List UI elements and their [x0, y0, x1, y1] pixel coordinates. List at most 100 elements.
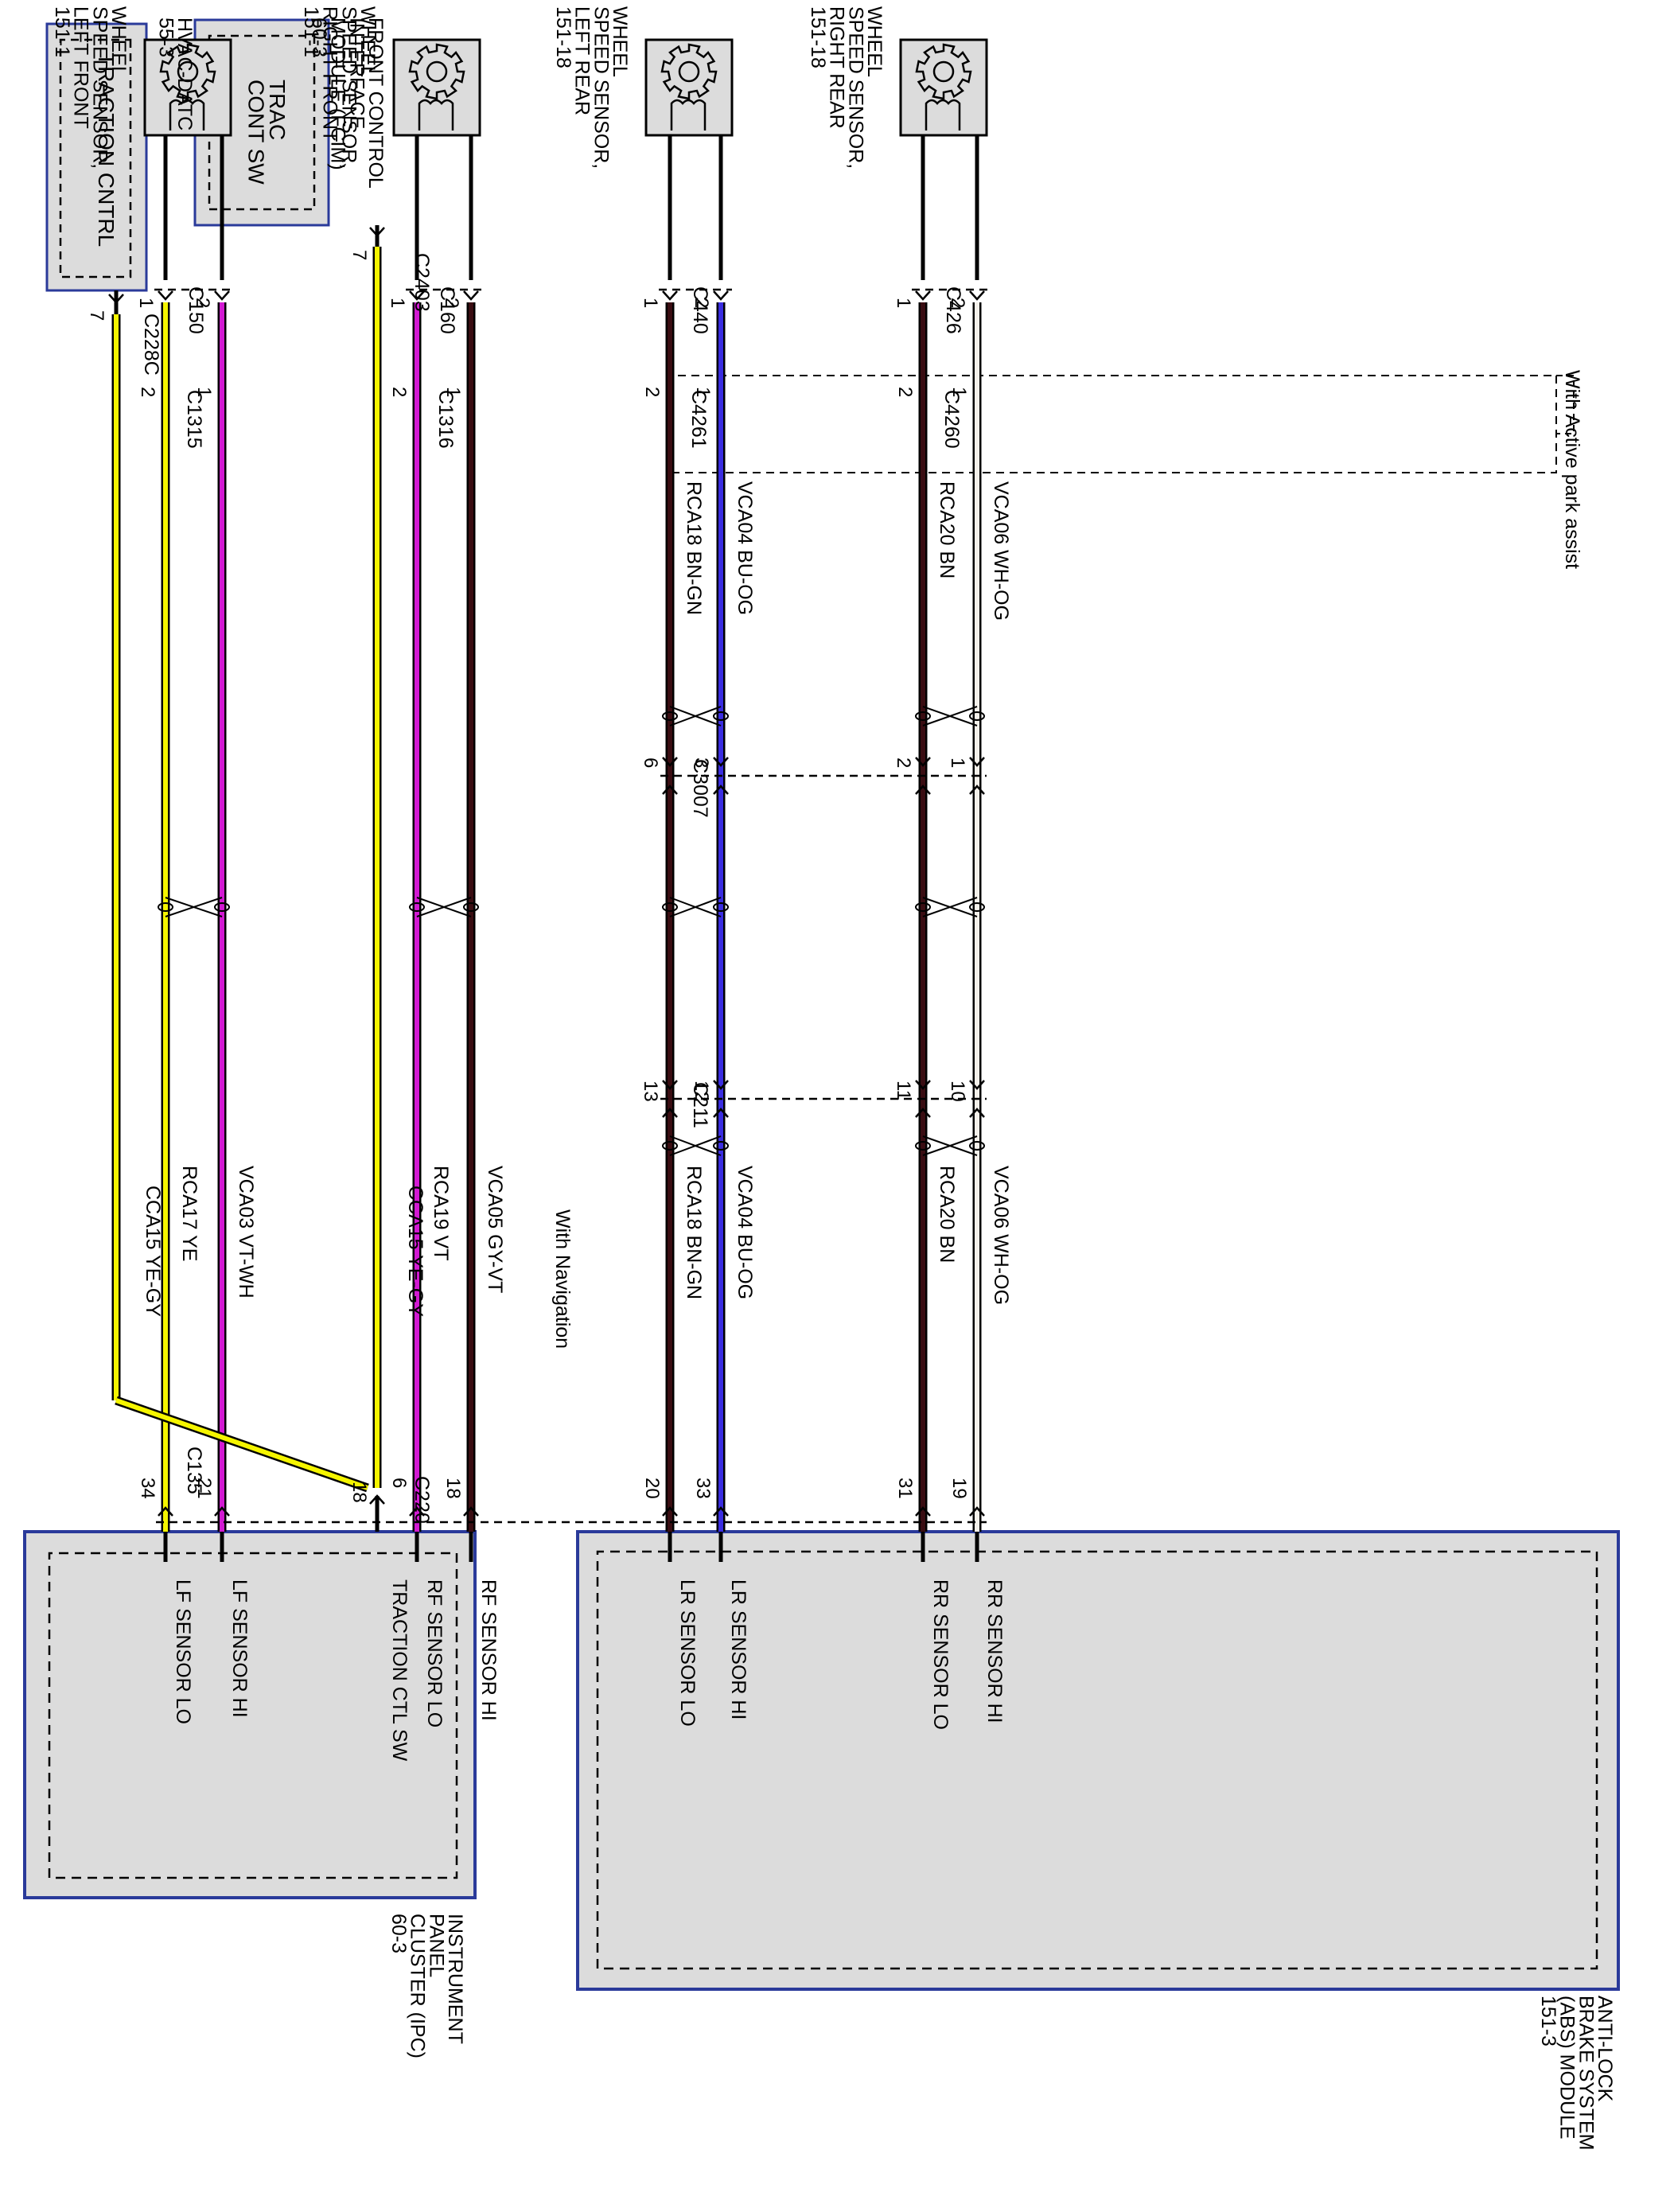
sensor-0-abs-pin-num-b: 21: [193, 1478, 215, 1499]
sensor-3-abs-pin-b: [969, 1506, 985, 1517]
sensor-1-connector-line: C160: [436, 286, 458, 334]
sensor-1-icon-gear: [408, 43, 465, 100]
sensor-1-abs-label-a: RF SENSOR LO: [423, 1579, 446, 1727]
sensor-2-title-line: LEFT REAR: [571, 6, 594, 115]
sensor-1-lower-label-b-line: VCA05 GY-VT: [484, 1166, 506, 1293]
fcim-wire-label-line: CCA15 YE-GY: [404, 1186, 426, 1317]
sensor-2-inline-pin2: 1: [692, 387, 714, 397]
active-park-assist-frame: [672, 375, 1557, 473]
sensor-2-twist-1: [669, 706, 722, 726]
sensor-3-twist-2-loop-a: [915, 902, 931, 912]
hvac-connector: C228C: [140, 313, 162, 376]
sensor-3-mid1-pin-a: [915, 1080, 931, 1090]
sensor-0-c1-pin2-line: 2: [192, 298, 213, 308]
sensor-3-abs-pin-a: [915, 1506, 931, 1517]
sensor-2-lower-label-b: VCA04 BU-OG: [734, 1166, 756, 1299]
sensor-0-title: WHEELSPEED SENSOR,LEFT FRONT151-1: [51, 6, 130, 169]
sensor-2-mid1-pin1: 13: [640, 1081, 661, 1102]
sensor-2-lower-label-a-line: RCA18 BN-GN: [683, 1166, 705, 1299]
sensor-3-lower-label-b: VCA06 WH-OG: [990, 1166, 1012, 1305]
active-park-note-line: With Active park assist: [1561, 370, 1583, 569]
sensor-3-abs-pin-num-a-line: 31: [894, 1478, 916, 1499]
sensor-0-lower-label-a: RCA17 YE: [178, 1166, 200, 1261]
sensor-2-icon-coil: [670, 99, 707, 130]
sensor-3-lower-label-a: RCA20 BN: [936, 1166, 958, 1263]
sensor-1-inline-pin2: 1: [442, 387, 464, 397]
sensor-0-c1-pin-a: [158, 290, 173, 301]
sensor-0-abs-label-a-line: LF SENSOR LO: [172, 1579, 194, 1724]
sensor-3-abs-label-b: RR SENSOR HI: [983, 1579, 1006, 1723]
sensor-2-inline-pin2-line: 1: [692, 387, 714, 397]
sensor-2-mid0-connector-line: C3007: [689, 759, 711, 818]
hvac-connector-line: C228C: [140, 313, 162, 376]
sensor-0-title-line: SPEED SENSOR,: [88, 6, 111, 169]
sensor-0-inline-connector-line: C1315: [183, 390, 205, 449]
sensor-1-icon-coil: [418, 99, 454, 130]
sensor-2-title-line: WHEEL: [609, 6, 631, 77]
sensor-2-abs-pin-num-a-line: 20: [641, 1478, 663, 1499]
sensor-2-twist-2-loop-a: [662, 902, 678, 912]
ipc-pin-mark: [369, 1494, 385, 1505]
hvac-pin-mark: [108, 294, 124, 304]
sensor-3-mid1-pin2-line: 10: [947, 1081, 968, 1102]
sensor-3-abs-label-b-line: RR SENSOR HI: [983, 1579, 1006, 1723]
sensor-2-twist-3: [669, 1135, 722, 1156]
sensor-2-icon-gear-hub: [678, 60, 700, 83]
sensor-3-icon-gear-hub: [932, 60, 955, 83]
sensor-2-inline-connector-line: C4261: [687, 390, 710, 449]
sensor-3-c1-pin-b: [969, 290, 985, 301]
sensor-1-c1-pin2: 2: [441, 298, 462, 308]
ipc-pin: 18: [348, 1482, 370, 1503]
sensor-2-mid1-pin-b: [713, 1080, 729, 1090]
sensor-3-mid0-pin-b: [969, 757, 985, 767]
sensor-3-c1-pin1: 1: [893, 298, 914, 308]
sensor-0-twist-1-loop-a: [158, 902, 173, 912]
sensor-3-c1-pin1-line: 1: [893, 298, 914, 308]
abs-title: ANTI-LOCKBRAKE SYSTEM(ABS) MODULE151-3: [1537, 1996, 1616, 2151]
abs-connector-label: C135: [183, 1447, 205, 1494]
sensor-3-inline-pin1: 2: [894, 387, 916, 397]
sensor-1-title-line: SPEED SENSOR,: [337, 6, 360, 169]
sensor-3-lower-label-b-line: VCA06 WH-OG: [990, 1166, 1012, 1305]
sensor-2-upper-label-a: RCA18 BN-GN: [683, 481, 705, 615]
ipc-title-line: 60-3: [387, 1914, 410, 1953]
sensor-1-c1-pin1: 1: [387, 298, 408, 308]
sensor-2-title: WHEELSPEED SENSOR,LEFT REAR151-18: [552, 6, 631, 169]
sensor-3-twist-3-loop-b: [969, 1141, 985, 1151]
sensor-3-icon-body: [899, 38, 988, 137]
fcim-connector: C2403: [411, 253, 433, 312]
fcim-switch-line: TRAC: [265, 80, 290, 140]
sensor-0-twist-1: [165, 897, 223, 917]
sensor-3-inline-connector-line: C4260: [940, 390, 963, 449]
ipc-input-label: TRACTION CTL SW: [388, 1579, 411, 1762]
sensor-1-abs-pin-num-b-line: 18: [442, 1478, 464, 1499]
sensor-2-connector: C440: [689, 286, 711, 334]
sensor-2-mid0-connector: C3007: [689, 759, 711, 818]
sensor-1-connector: C160: [436, 286, 458, 334]
sensor-3-mid1-pin-a2: [915, 1108, 931, 1118]
sensor-3-twist-1-loop-b: [969, 711, 985, 721]
sensor-0-abs-label-a: LF SENSOR LO: [172, 1579, 194, 1724]
sensor-2-abs-pin-num-b-line: 33: [692, 1478, 714, 1499]
sensor-3-upper-label-a: RCA20 BN: [936, 481, 958, 578]
sensor-2-upper-label-b: VCA04 BU-OG: [734, 481, 756, 615]
sensor-3-connector-line: C426: [942, 286, 964, 334]
sensor-0-connector: C150: [185, 286, 207, 334]
sensor-3-mid1-pin-b2: [969, 1108, 985, 1118]
sensor-2-c1-pin1-line: 1: [640, 298, 661, 308]
fcim-pin: 7: [348, 250, 370, 260]
ipc-title-line: PANEL: [425, 1914, 447, 1977]
sensor-1-inline-pin2-line: 1: [442, 387, 464, 397]
sensor-3-icon-gear: [915, 43, 972, 100]
fcim-title-line: MODULE (FCIM): [327, 18, 349, 170]
sensor-3-abs-label-a: RR SENSOR LO: [929, 1579, 952, 1730]
sensor-2-upper-label-a-line: RCA18 BN-GN: [683, 481, 705, 615]
sensor-2-mid0-pin1: 6: [640, 757, 661, 768]
sensor-3-abs-label-a-line: RR SENSOR LO: [929, 1579, 952, 1730]
hvac-pin: 7: [86, 310, 107, 321]
hvac-title-line: HVAC-DATC: [173, 18, 196, 130]
fcim-title-line: FRONT CONTROL: [364, 18, 387, 189]
sensor-0-lower-label-b-line: VCA03 VT-WH: [235, 1166, 257, 1299]
sensor-2-icon: [660, 43, 718, 130]
sensor-2-mid0-pin2: 3: [691, 757, 712, 768]
